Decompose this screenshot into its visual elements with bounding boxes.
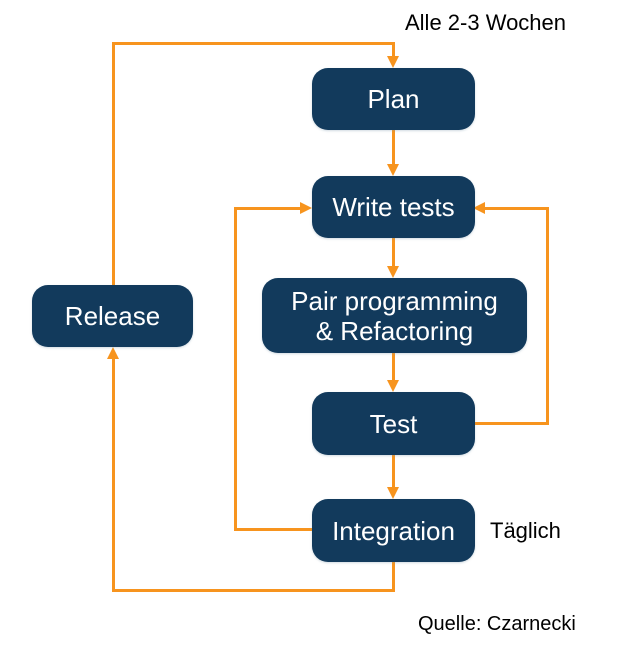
arrowhead-down-icon (387, 487, 399, 499)
arrowhead-up-icon (107, 347, 119, 359)
node-integration: Integration (312, 499, 475, 562)
edge-segment (485, 207, 549, 210)
arrowhead-left-icon (473, 202, 485, 214)
node-label-line: Pair programming (291, 285, 498, 316)
edge-segment (392, 130, 395, 166)
node-label-line: & Refactoring (315, 315, 474, 346)
arrowhead-right-icon (300, 202, 312, 214)
node-release: Release (32, 285, 193, 347)
edge-segment (234, 528, 312, 531)
node-label: Release (64, 301, 161, 331)
node-pair-programming-refactoring: Pair programming & Refactoring (262, 278, 527, 353)
arrowhead-down-icon (387, 380, 399, 392)
edge-segment (112, 589, 395, 592)
node-label: Plan (367, 84, 420, 114)
edge-segment (234, 207, 237, 531)
arrowhead-down-icon (387, 164, 399, 176)
edge-segment (112, 42, 395, 45)
arrowhead-down-icon (387, 266, 399, 278)
edge-segment (546, 207, 549, 425)
edge-segment (392, 455, 395, 489)
edge-segment (112, 357, 115, 592)
edge-segment (473, 422, 549, 425)
node-label: Test (369, 408, 418, 439)
edge-segment (392, 42, 395, 58)
node-plan: Plan (312, 68, 475, 130)
edge-segment (112, 42, 115, 285)
node-test: Test (312, 392, 475, 455)
edge-segment (392, 353, 395, 382)
node-label: Write tests (332, 192, 455, 222)
node-write-tests: Write tests (312, 176, 475, 238)
node-label: Integration (332, 515, 455, 546)
daily-frequency-label: Täglich (490, 518, 561, 543)
edge-segment (234, 207, 300, 210)
arrowhead-down-icon (387, 56, 399, 68)
cycle-frequency-label: Alle 2-3 Wochen (405, 10, 567, 35)
edge-segment (392, 562, 395, 592)
source-credit-label: Quelle: Czarnecki (418, 613, 576, 635)
edge-segment (392, 238, 395, 268)
